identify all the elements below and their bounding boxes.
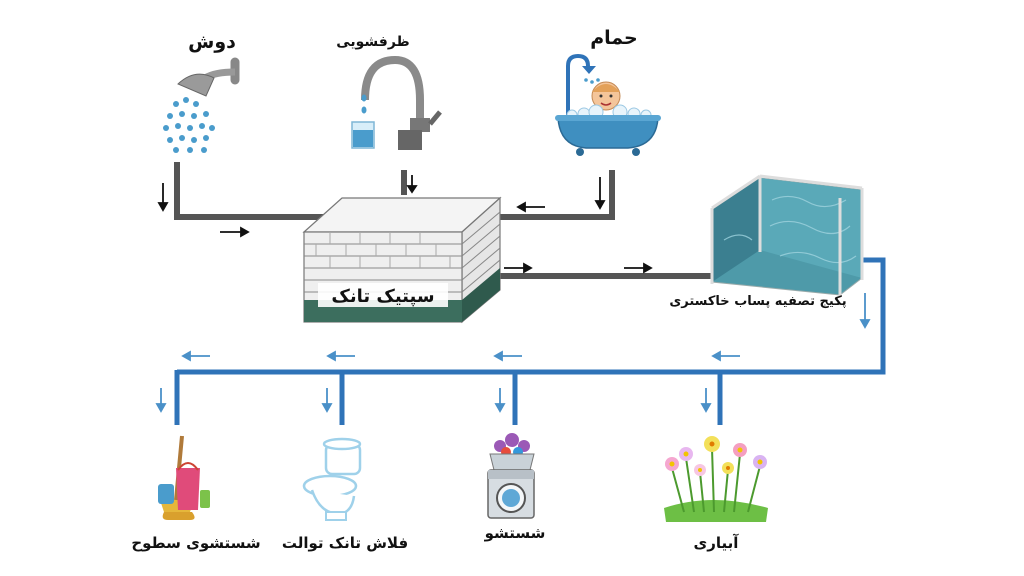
pipe-shower: [174, 162, 340, 220]
arrow-right-2: [504, 262, 533, 274]
shower-label: دوش: [188, 31, 236, 53]
arrow-left-c: [326, 350, 355, 362]
arrow-down-irrigation: [700, 388, 712, 413]
arrow-left-bath: [516, 201, 545, 213]
irrigation-label: آبیاری: [694, 534, 740, 552]
clean-arrows: [155, 293, 871, 413]
arrow-left-d: [181, 350, 210, 362]
arrow-left-b: [493, 350, 522, 362]
arrow-down-bath: [594, 177, 606, 210]
flowers-icon: [664, 436, 768, 522]
laundry-label: شستشو: [484, 524, 546, 542]
pipe-unit-out: [177, 257, 886, 375]
arrow-right-3: [624, 262, 653, 274]
arrow-left-a: [711, 350, 740, 362]
toilet-icon: [302, 437, 362, 521]
bath-label: حمام: [590, 27, 638, 49]
treatment-tank-icon: [710, 174, 864, 296]
arrow-down-unit: [859, 293, 871, 329]
bathtub-icon: [555, 53, 661, 156]
faucet-icon: [351, 55, 442, 150]
treatment-unit-label: پکیج تصفیه پساب خاکستری: [669, 294, 846, 309]
clean-pipes: [174, 257, 886, 425]
pipe-bath: [490, 170, 615, 220]
grey-pipes: [174, 162, 720, 279]
septic-tank-icon: [302, 196, 502, 324]
sink-label: ظرفشویی: [336, 34, 410, 50]
mop-bucket-icon: [158, 435, 210, 520]
septic-tank-label: سپتیک تانک: [331, 286, 434, 307]
arrow-down-shower: [157, 183, 169, 212]
arrow-down-toilet: [321, 388, 333, 413]
arrow-down-laundry: [494, 388, 506, 413]
grey-arrows: [157, 175, 653, 274]
floor-washing-label: شستشوی سطوح: [131, 534, 260, 552]
washing-machine-icon: [487, 433, 535, 519]
toilet-flush-label: فلاش تانک توالت: [282, 534, 408, 552]
arrow-down-floor: [155, 388, 167, 413]
shower-icon: [163, 57, 240, 153]
arrow-down-sink: [406, 175, 418, 194]
arrow-right-1: [220, 226, 250, 238]
